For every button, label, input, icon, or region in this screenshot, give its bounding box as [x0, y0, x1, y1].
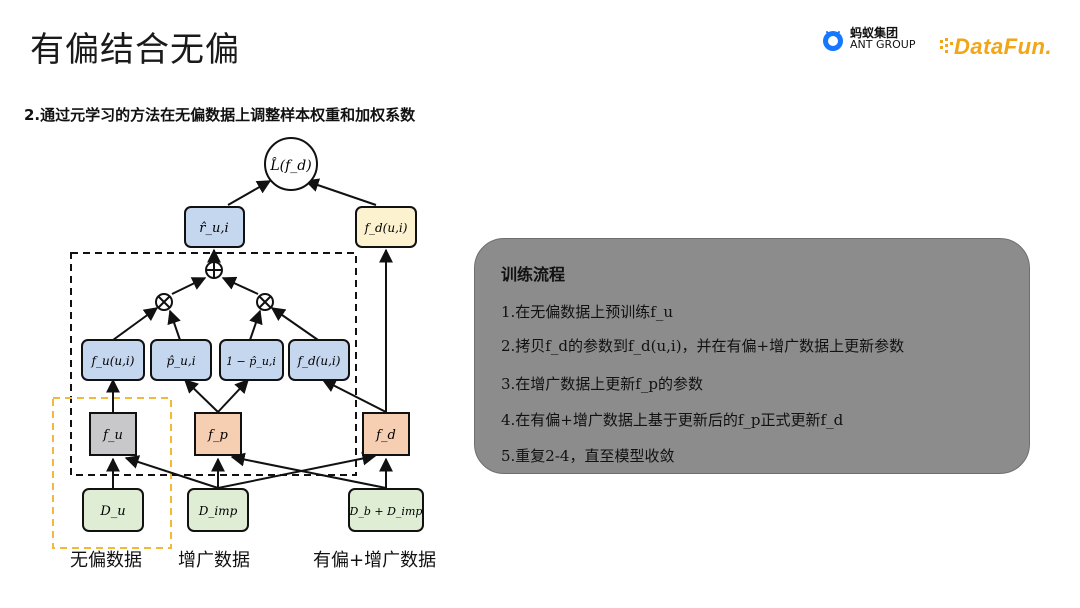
- du-node: [82, 488, 144, 532]
- edge-rhat-loss: [227, 180, 272, 206]
- edge-fd-fdui: [321, 379, 387, 413]
- fu-node: [89, 412, 137, 456]
- page-title: 有偏结合无偏: [30, 30, 240, 70]
- loss-label: L̂(f_d): [269, 156, 311, 174]
- edge-fp-phat: [183, 379, 219, 413]
- du-label: D_u: [99, 504, 125, 519]
- panel-title: 训练流程: [501, 265, 566, 284]
- edge-fuui-otimes: [112, 307, 159, 341]
- fu-ui-node: [81, 339, 145, 381]
- meta-dashed-box: [70, 252, 357, 476]
- caption-biased-augmented-data: 有偏+增广数据: [313, 550, 437, 571]
- fd-ui-label: f_d(u,i): [297, 354, 341, 368]
- training-process-panel: 训练流程 1.在无偏数据上预训练f_u 2.拷贝f_d的参数到f_d(u,i)，…: [474, 238, 1030, 474]
- fd-node: [362, 412, 410, 456]
- fp-label: f_p: [207, 428, 228, 443]
- edge-db-fp: [230, 452, 387, 489]
- datafun-logo-text: DataFun.: [954, 34, 1053, 59]
- dimp-node: [187, 488, 249, 532]
- fp-node: [194, 412, 242, 456]
- ant-logo-icon: [823, 31, 843, 51]
- section-subtitle: 2.通过元学习的方法在无偏数据上调整样本权重和加权系数: [24, 106, 416, 124]
- datafun-dots-icon: [940, 38, 953, 53]
- db-dimp-label: D_b + D_imp: [349, 505, 423, 518]
- step-3: 3.在增广数据上更新f_p的参数: [501, 375, 703, 393]
- edge-fdtop-loss: [304, 178, 377, 206]
- edge-dimp-fu: [124, 455, 219, 489]
- fd-ui-top-label: f_d(u,i): [364, 221, 408, 235]
- ant-logo-en: ANT GROUP: [850, 38, 916, 51]
- one-minus-p-node: [219, 339, 284, 381]
- datafun-logo: DataFun.: [940, 34, 1052, 60]
- one-minus-p-label: 1 − p̂_u,i: [226, 355, 276, 368]
- ant-group-logo: 蚂蚁集团 ANT GROUP: [820, 26, 915, 52]
- edge-phat-otimes: [167, 309, 181, 341]
- rhat-label: r̂_u,i: [199, 221, 228, 236]
- dimp-label: D_imp: [198, 504, 238, 518]
- rhat-node: [184, 206, 245, 248]
- fd-ui-top-node: [355, 206, 417, 248]
- fd-ui-node: [288, 339, 350, 381]
- db-dimp-node: [348, 488, 424, 532]
- otimes-right-x2: [258, 295, 272, 309]
- fu-label: f_u: [102, 428, 123, 443]
- step-1: 1.在无偏数据上预训练f_u: [501, 303, 674, 321]
- caption-unbiased-data: 无偏数据: [70, 550, 142, 571]
- caption-augmented-data: 增广数据: [178, 550, 250, 571]
- fu-ui-label: f_u(u,i): [91, 354, 135, 368]
- edge-otimes-oplus-left: [171, 277, 207, 295]
- phat-node: [150, 339, 212, 381]
- fd-label: f_d: [375, 428, 396, 443]
- edge-fdui-otimes: [270, 307, 319, 341]
- edge-fp-oneminus: [217, 378, 249, 413]
- edge-dimp-fd: [217, 451, 377, 489]
- otimes-left-x2: [157, 295, 171, 309]
- loss-node: [264, 137, 318, 191]
- phat-label: p̂_u,i: [166, 354, 195, 368]
- edge-oneminus-otimes: [249, 309, 263, 341]
- step-5: 5.重复2-4，直至模型收敛: [501, 447, 675, 465]
- edge-otimes-oplus-right: [221, 276, 259, 295]
- step-4: 4.在有偏+增广数据上基于更新后的f_p正式更新f_d: [501, 411, 844, 429]
- step-2: 2.拷贝f_d的参数到f_d(u,i)，并在有偏+增广数据上更新参数: [501, 337, 905, 355]
- ant-logo-cn: 蚂蚁集团: [850, 26, 899, 40]
